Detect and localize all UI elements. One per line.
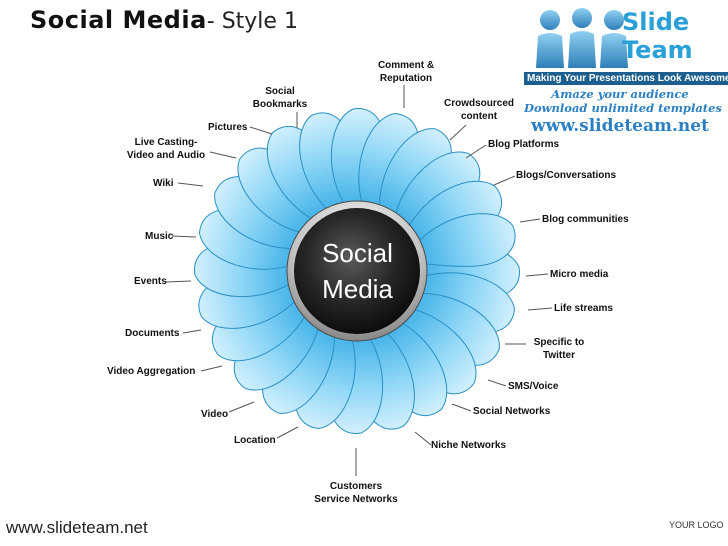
- leader-line: [519, 218, 541, 223]
- leader-line: [525, 273, 549, 277]
- leader-line: [249, 126, 273, 135]
- hub-center: [294, 208, 420, 334]
- label-events: Events: [134, 276, 167, 287]
- label-video-aggregation: Video Aggregation: [107, 366, 196, 377]
- leader-line: [276, 426, 299, 439]
- title-main: Social Media: [30, 6, 207, 34]
- label-live-casting: Live Casting-Video and Audio: [126, 137, 206, 161]
- logo-brand-line2: Team: [622, 36, 693, 64]
- leader-line: [414, 431, 432, 446]
- people-icon: [536, 8, 628, 68]
- leader-line: [449, 124, 467, 141]
- label-blogs-conversations: Blogs/Conversations: [516, 170, 617, 181]
- hub-title-line1: Social: [322, 238, 393, 268]
- logo-url: www.slideteam.net: [531, 116, 709, 136]
- leader-line: [487, 379, 507, 387]
- leader-line: [451, 403, 472, 412]
- title-style: - Style 1: [206, 9, 298, 34]
- hub-title: Social Media: [300, 235, 415, 307]
- leader-line: [200, 365, 223, 372]
- label-blog-communities: Blog communities: [542, 214, 629, 225]
- leader-line: [171, 235, 197, 238]
- leader-line: [182, 329, 202, 334]
- logo-tagline: Making Your Presentations Look Awesome: [524, 72, 728, 85]
- leader-lines: [165, 85, 553, 476]
- logo-promo-2: Download unlimited templates: [524, 101, 722, 115]
- label-sms-voice: SMS/Voice: [508, 381, 559, 392]
- logo-brand-line1: Slide: [622, 8, 690, 36]
- logo-promo-1: Amaze your audience: [551, 87, 689, 101]
- leader-line: [527, 307, 553, 311]
- leader-line: [209, 151, 237, 159]
- leader-line: [465, 144, 487, 159]
- petal: [412, 213, 516, 267]
- label-niche-networks: Niche Networks: [431, 440, 507, 451]
- label-documents: Documents: [125, 328, 180, 339]
- label-wiki: Wiki: [153, 178, 174, 189]
- label-pictures: Pictures: [208, 122, 248, 133]
- label-comment-reputation: Comment &Reputation: [377, 60, 435, 84]
- label-social-networks: Social Networks: [473, 406, 551, 417]
- label-music: Music: [145, 231, 174, 242]
- footer-url: www.slideteam.net: [6, 518, 148, 537]
- label-life-streams: Life streams: [554, 303, 613, 314]
- leader-line: [177, 182, 204, 187]
- leader-line: [165, 280, 192, 283]
- leader-line: [228, 401, 255, 413]
- slideteam-logo: Slide Team Making Your Presentations Loo…: [520, 6, 728, 136]
- label-blog-platforms: Blog Platforms: [488, 139, 560, 150]
- slide-title: Social Media- Style 1: [30, 6, 298, 34]
- label-micro-media: Micro media: [550, 269, 609, 280]
- footer-logo: YOUR LOGO: [669, 520, 724, 530]
- label-video: Video: [201, 409, 229, 420]
- label-location: Location: [234, 435, 276, 446]
- leader-line: [493, 175, 516, 186]
- petal-ring: [194, 108, 520, 434]
- hub-title-line2: Media: [322, 274, 393, 304]
